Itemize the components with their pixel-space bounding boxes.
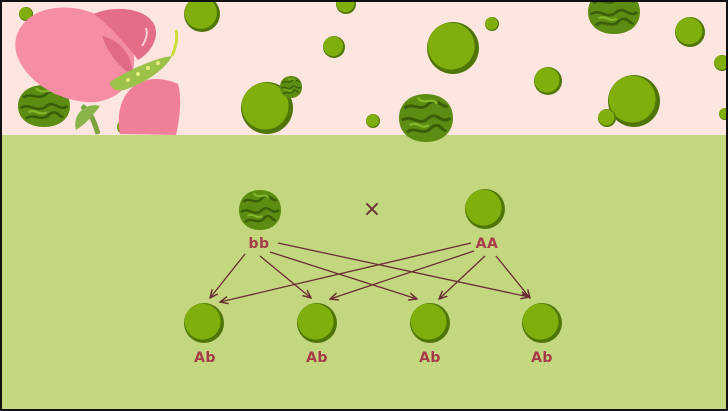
inheritance-arrows [210,242,530,302]
cross-symbol: × [363,197,381,222]
offspring-genotype-label: Ab [194,350,216,366]
pea-flower-icon [15,7,181,135]
round-pea-icon [184,303,224,343]
round-pea-icon [465,189,505,229]
wrinkled-pea-icon [279,75,303,99]
arrow-bb-to-offspring-4 [277,242,529,297]
arrow-AA-to-offspring-1 [220,242,472,302]
arrow-AA-to-offspring-3 [439,255,486,299]
arrow-AA-to-offspring-2 [330,250,475,299]
round-pea-icon [366,114,380,128]
arrow-AA-to-offspring-4 [495,255,530,298]
round-pea-icon [323,36,345,58]
round-pea-icon [297,303,337,343]
round-pea-icon [427,22,479,74]
arrow-bb-to-offspring-1 [210,253,246,298]
wrinkled-pea-icon [237,188,283,232]
round-pea-icon [410,303,450,343]
round-pea-icon [675,17,705,47]
bottom-background [2,135,726,409]
round-pea-icon [522,303,562,343]
arrow-bb-to-offspring-2 [259,255,311,298]
offspring-genotype-label: Ab [306,350,328,366]
parent-left-genotype-label: bb [248,236,269,252]
cross-diagram: × bb AA Ab Ab Ab Ab [184,188,562,366]
round-pea-icon [485,17,499,31]
arrow-bb-to-offspring-3 [269,251,417,299]
round-pea-icon [598,109,616,127]
wrinkled-pea-icon [397,92,455,144]
parent-right-genotype-label: AA [476,236,499,252]
offspring-genotype-label: Ab [531,350,553,366]
round-pea-icon [534,67,562,95]
offspring-genotype-label: Ab [419,350,441,366]
